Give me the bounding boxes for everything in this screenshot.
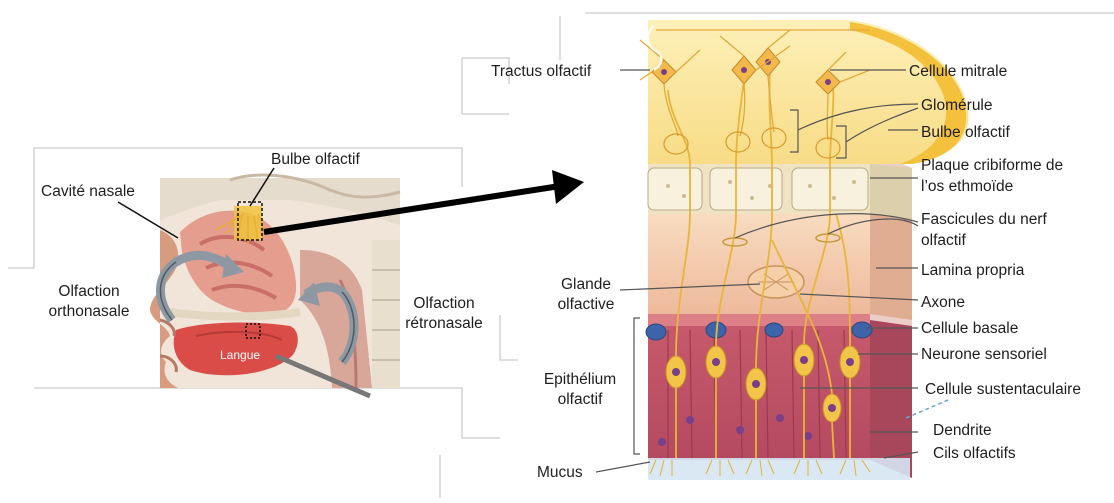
label-cellule-sustentaculaire: Cellule sustentaculaire [925,380,1081,399]
label-bulbe-olfactif-left: Bulbe olfactif [271,150,360,169]
label-epithelium-line2: olfactif [532,390,628,409]
label-epithelium-line1: Epithélium [532,370,628,389]
label-plaque-cribiforme-line2: l’os ethmoïde [921,177,1013,196]
head-cross-section [150,175,400,396]
label-dendrite: Dendrite [933,421,992,440]
label-fascicules-line1: Fascicules du nerf [921,210,1047,229]
label-bulbe-olfactif-right: Bulbe olfactif [921,123,1010,142]
label-mucus: Mucus [537,463,583,482]
label-cellule-basale: Cellule basale [921,319,1018,338]
label-axone: Axone [921,293,965,312]
label-plaque-cribiforme-line1: Plaque cribiforme de [921,156,1063,175]
label-glande-line1: Glande [548,275,624,294]
epithelium-zoom [640,20,968,480]
dendrite-pointer [906,400,948,418]
label-tractus-olfactif: Tractus olfactif [491,62,591,81]
label-cavite-nasale: Cavité nasale [41,182,135,201]
label-olfaction-orthonasale-line1: Olfaction [44,282,134,301]
label-olfaction-retronasale-line2: rétronasale [396,314,492,333]
label-cellule-mitrale: Cellule mitrale [909,62,1007,81]
label-lamina-propria: Lamina propria [921,261,1024,280]
label-langue: Langue [220,346,260,365]
label-fascicules-line2: olfactif [921,231,966,250]
label-olfaction-orthonasale-line2: orthonasale [40,302,138,321]
label-cils-olfactifs: Cils olfactifs [933,444,1016,463]
label-glomerule: Glomérule [921,96,993,115]
label-neurone-sensoriel: Neurone sensoriel [921,345,1047,364]
label-glande-line2: olfactive [548,295,624,314]
label-olfaction-retronasale-line1: Olfaction [398,294,490,313]
